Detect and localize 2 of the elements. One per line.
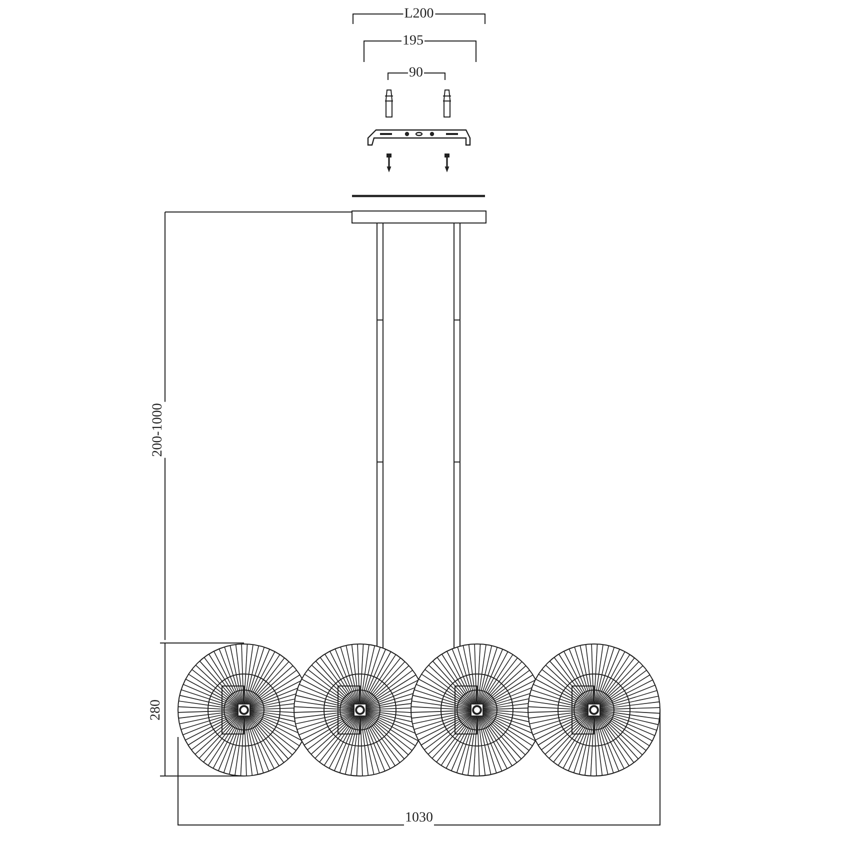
dimension-label: 200-1000 [150, 402, 166, 458]
dimension-label: 1030 [404, 810, 434, 826]
